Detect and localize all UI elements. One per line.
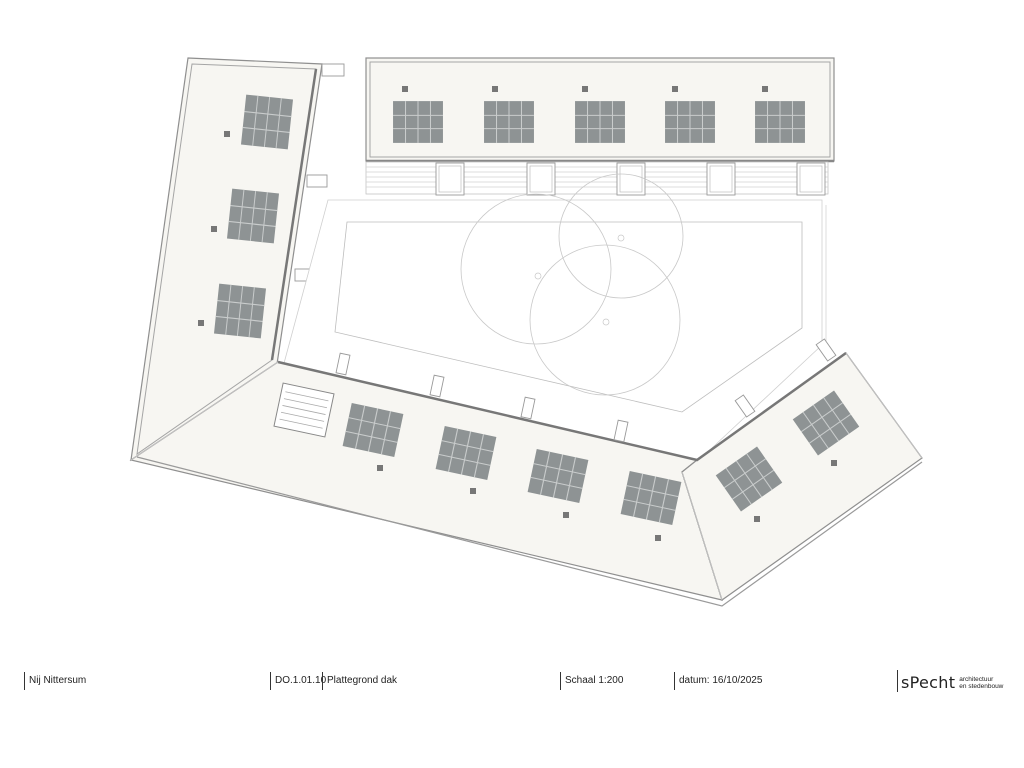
- roof-plan-drawing: [129, 57, 923, 607]
- logo-wordmark: sPecht: [901, 673, 956, 692]
- drawing-date: datum: 16/10/2025: [674, 672, 762, 690]
- stair-hatch: [273, 382, 335, 438]
- logo-subtitle: architectuur en stedenbouw: [959, 676, 1003, 690]
- drawing-scale: Schaal 1:200: [560, 672, 623, 690]
- facade-openings: [335, 338, 837, 443]
- specht-logo: sPecht architectuur en stedenbouw: [897, 670, 1003, 692]
- logo-line-1: architectuur: [959, 676, 994, 683]
- drawing-title: Plattegrond dak: [322, 672, 397, 690]
- logo-line-2: en stedenbouw: [959, 683, 1004, 690]
- drawing-number: DO.1.01.10: [270, 672, 326, 690]
- gallery-strip: [365, 161, 829, 196]
- project-name: Nij Nittersum: [24, 672, 86, 690]
